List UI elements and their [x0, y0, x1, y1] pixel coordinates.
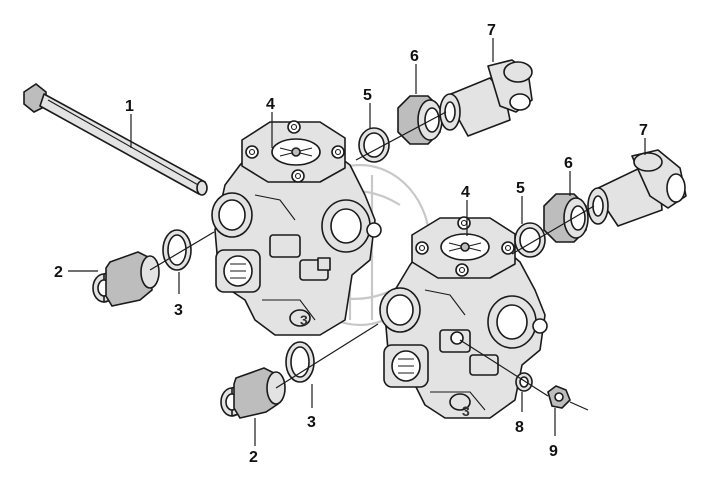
callout-5-seal-right: 5: [516, 180, 525, 197]
valve-body-left: [211, 120, 382, 336]
elbow-fitting-right: [587, 149, 687, 227]
callout-5-seal-left: 5: [363, 87, 372, 104]
callout-3-oring-left: 3: [174, 302, 183, 319]
callout-2-fitting-left: 2: [54, 264, 63, 281]
callout-6-nut-left: 6: [410, 48, 419, 65]
threaded-fitting-bottom: [220, 367, 286, 419]
callout-2-fitting-bottom: 2: [249, 449, 258, 466]
callouts: 1 2 3 4 5 6 7 2 3 4 5 6 7 8 9 3 3: [54, 22, 648, 466]
callout-1-rod: 1: [125, 98, 134, 115]
o-ring-left: [162, 229, 192, 271]
callout-3-oring-bottom: 3: [307, 414, 316, 431]
small-hex-nut: [547, 385, 589, 411]
body-mark-right: 3: [462, 403, 470, 419]
elbow-fitting-left: [439, 59, 533, 137]
callout-4-cover-right: 4: [461, 184, 470, 201]
assembly-lines: [149, 111, 595, 397]
tie-rod: [23, 83, 208, 196]
body-mark-left: 3: [300, 312, 308, 328]
hex-nut-right: [543, 193, 589, 243]
callout-7-elbow-left: 7: [487, 22, 496, 39]
seal-ring-left: [358, 127, 390, 163]
hex-nut-left: [397, 95, 443, 145]
callout-6-nut-right: 6: [564, 155, 573, 172]
seal-ring-right: [514, 222, 546, 258]
valve-body-right: [379, 216, 548, 419]
callout-7-elbow-right: 7: [639, 122, 648, 139]
callout-leaders: [68, 38, 646, 446]
washer: [515, 372, 533, 392]
o-ring-bottom: [285, 341, 315, 383]
callout-4-cover-left: 4: [266, 96, 275, 113]
callout-9-hex-nut: 9: [549, 443, 558, 460]
threaded-fitting-left: [92, 251, 160, 307]
callout-8-washer: 8: [515, 419, 524, 436]
